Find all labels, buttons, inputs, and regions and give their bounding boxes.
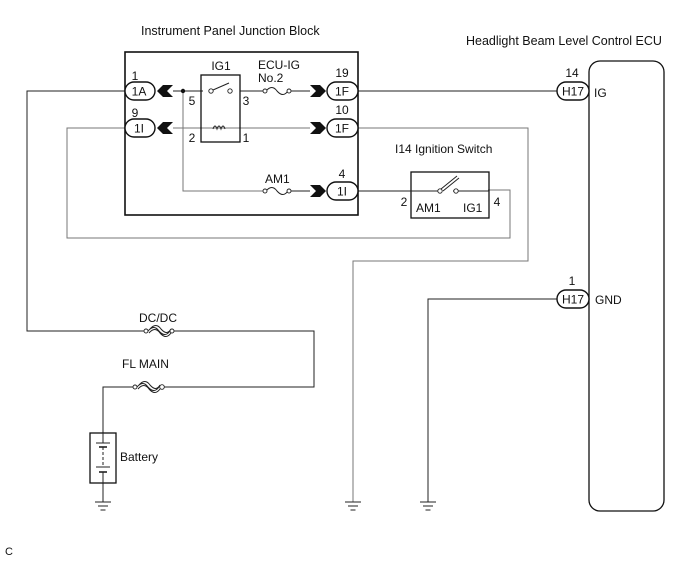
wire-dcdc-flmain <box>163 330 315 388</box>
ignition-switch-blade-icon <box>440 175 460 192</box>
connector-1i-right-pin: 4 <box>339 167 346 181</box>
connector-1i-right: 4 1I <box>310 167 359 201</box>
fusible-link-dcdc-terminal-left <box>143 328 149 334</box>
connector-1i-right-id: 1I <box>337 185 347 199</box>
battery: Battery <box>89 432 158 484</box>
connector-1i-left-pin: 9 <box>132 106 139 120</box>
fuse-ecu-ig-terminal-right <box>286 88 292 94</box>
junction-dot <box>180 88 186 94</box>
ecu-terminal-ig-pin: 14 <box>565 66 579 80</box>
fuse-ecu-ig-label-line1: ECU-IG <box>258 58 300 72</box>
connector-1i-left-shape <box>124 118 156 138</box>
connector-1a-arrow-icon <box>157 85 173 97</box>
connector-1f-10-id: 1F <box>335 122 349 136</box>
fusible-link-fl-main-terminal-left <box>132 384 138 390</box>
connector-1a-shape <box>124 81 156 101</box>
ecu-terminal-gnd-connector-id: H17 <box>562 293 584 307</box>
ecu-terminal-ig: 14 H17 IG <box>556 66 607 101</box>
fusible-link-dcdc-terminal-right <box>169 328 175 334</box>
ignition-switch: I14 Ignition Switch 2 4 AM1 IG1 <box>395 142 501 219</box>
battery-label: Battery <box>120 450 158 464</box>
ecu-outline <box>588 60 665 512</box>
wire-1i-ignition-ig1 <box>66 127 511 239</box>
relay-coil-icon <box>212 125 226 131</box>
wires <box>26 90 557 502</box>
ground-ecu-icon <box>420 501 436 511</box>
junction-block-title: Instrument Panel Junction Block <box>141 24 320 38</box>
fusible-link-dcdc: DC/DC <box>139 311 177 337</box>
fuse-am1-terminal-right <box>286 188 292 194</box>
connector-1i-right-arrow-icon <box>310 185 326 197</box>
relay-pin-5: 5 <box>189 94 196 108</box>
connector-1i-right-shape <box>326 181 359 201</box>
junction-block: 1 1A 9 1I IG1 5 3 2 1 ECU-IG <box>124 51 359 216</box>
ignition-switch-terminal-am1 <box>437 188 443 194</box>
connector-1a-id: 1A <box>132 85 147 99</box>
ignition-switch-contact-ig1: IG1 <box>463 201 483 215</box>
ecu-title: Headlight Beam Level Control ECU <box>466 34 662 48</box>
ecu-terminal-gnd-name: GND <box>595 293 622 307</box>
fuse-am1-terminal-left <box>262 188 268 194</box>
ecu-terminal-ig-connector <box>556 81 590 101</box>
ignition-switch-pin-right: 4 <box>494 195 501 209</box>
relay-pin-3: 3 <box>243 94 250 108</box>
ignition-switch-terminal-ig1 <box>453 188 459 194</box>
relay-pin-1: 1 <box>243 131 250 145</box>
connector-1f-10-pin: 10 <box>335 103 349 117</box>
fuse-am1-icon <box>265 187 289 195</box>
headlight-ecu: 14 H17 IG 1 H17 GND <box>556 60 665 512</box>
fuse-ecu-ig-label-line2: No.2 <box>258 71 284 85</box>
ignition-switch-contact-am1: AM1 <box>416 201 441 215</box>
connector-1f-19-arrow-icon <box>310 85 326 97</box>
relay-switch-blade <box>212 82 230 91</box>
fuse-am1: AM1 <box>262 172 292 195</box>
relay-pin-2: 2 <box>189 131 196 145</box>
ecu-terminal-ig-name: IG <box>594 86 607 100</box>
ecu-terminal-gnd-connector <box>556 289 590 309</box>
junction-block-outline <box>124 51 359 216</box>
connector-1f-19-id: 1F <box>335 85 349 99</box>
fusible-link-fl-main-label: FL MAIN <box>122 357 169 371</box>
relay-terminal-5 <box>208 88 214 94</box>
ignition-switch-title: I14 Ignition Switch <box>395 142 492 156</box>
ignition-switch-pin-left: 2 <box>401 195 408 209</box>
fusible-link-dcdc-icon <box>147 325 172 337</box>
fusible-link-dcdc-label: DC/DC <box>139 311 177 325</box>
relay-ig1-outline <box>200 74 241 143</box>
connector-1i-left-arrow-icon <box>157 122 173 134</box>
ecu-terminal-ig-connector-id: H17 <box>562 85 584 99</box>
ecu-terminal-gnd: 1 H17 GND <box>556 274 622 309</box>
relay-terminal-3 <box>227 88 233 94</box>
wire-flmain-battery <box>102 386 134 433</box>
connector-1i-left-id: 1I <box>134 122 144 136</box>
wire-jb-am1-branch <box>182 91 263 192</box>
ground-1f-icon <box>345 501 361 511</box>
corner-code: C <box>5 546 13 558</box>
connector-1a-pin: 1 <box>132 69 139 83</box>
connector-1f-19: 19 1F <box>310 66 359 101</box>
ground-battery-icon <box>95 501 111 511</box>
wire-ecu-gnd-ground <box>427 298 557 502</box>
fuse-ecu-ig-terminal-left <box>262 88 268 94</box>
wire-1a-dcdc <box>26 90 145 332</box>
fuse-ecu-ig-no2: ECU-IG No.2 <box>258 58 300 95</box>
connector-1a: 1 1A <box>124 69 173 101</box>
ecu-terminal-gnd-pin: 1 <box>569 274 576 288</box>
connector-1f-10: 10 1F <box>310 103 359 138</box>
fusible-link-fl-main-terminal-right <box>159 384 165 390</box>
fusible-link-fl-main-icon <box>136 381 161 393</box>
relay-ig1-label: IG1 <box>211 59 231 73</box>
relay-ig1: IG1 5 3 2 1 <box>189 59 250 145</box>
connector-1f-19-shape <box>326 81 359 101</box>
connector-1f-19-pin: 19 <box>335 66 349 80</box>
connector-1f-10-shape <box>326 118 359 138</box>
connector-1f-10-arrow-icon <box>310 122 326 134</box>
wire-1f-ground <box>352 127 529 502</box>
connector-1i-left: 9 1I <box>124 106 173 138</box>
fuse-am1-label: AM1 <box>265 172 290 186</box>
fuse-ecu-ig-icon <box>265 87 289 95</box>
fusible-link-fl-main: FL MAIN <box>122 357 169 393</box>
ignition-switch-outline <box>410 171 490 219</box>
